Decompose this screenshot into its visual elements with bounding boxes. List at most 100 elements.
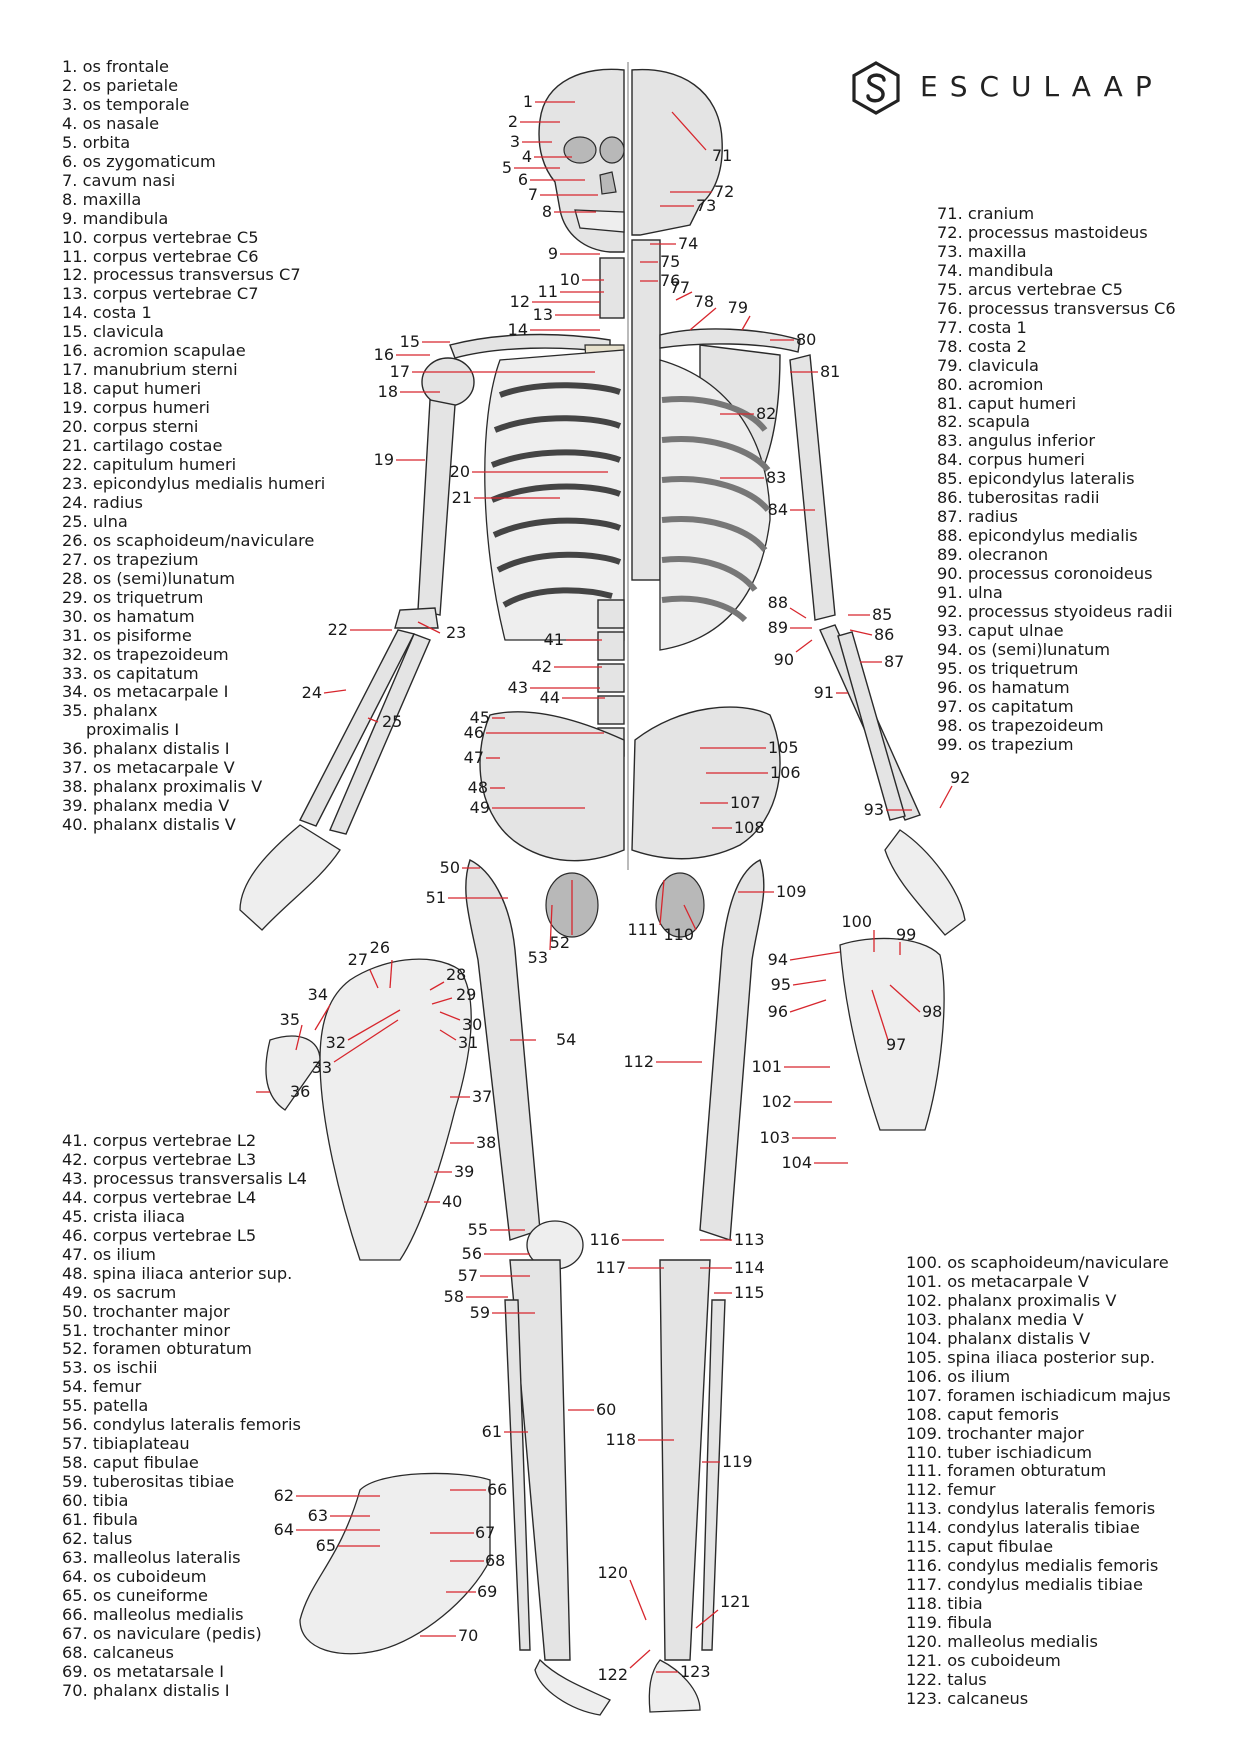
legend-item: 14. costa 1	[62, 303, 152, 323]
legend-item: 51. trochanter minor	[62, 1320, 230, 1340]
callout-number: 104	[781, 1153, 812, 1172]
legend-item: 110. tuber ischiadicum	[906, 1442, 1093, 1462]
callout-number: 87	[884, 652, 904, 671]
leader-line	[417, 621, 441, 634]
back-skull	[631, 68, 723, 236]
legend-item: 89. olecranon	[937, 545, 1049, 565]
callout-number: 29	[456, 985, 476, 1004]
callout-number: 96	[768, 1002, 788, 1021]
back-ulna	[837, 631, 906, 821]
leader-line	[889, 984, 921, 1013]
callout-number: 99	[896, 925, 916, 944]
legend-item: 118. tibia	[906, 1594, 983, 1614]
callout-number: 28	[446, 965, 466, 984]
callout-number: 33	[312, 1058, 332, 1077]
callout-number: 112	[623, 1052, 654, 1071]
callout-number: 17	[390, 362, 410, 381]
legend-item: 43. processus transversalis L4	[62, 1168, 307, 1188]
callout-number: 98	[922, 1002, 942, 1021]
legend-item: 73. maxilla	[937, 241, 1027, 261]
legend-item: 49. os sacrum	[62, 1282, 177, 1302]
legend-item: 19. corpus humeri	[62, 398, 210, 418]
callout-number: 75	[660, 252, 680, 271]
callout-number: 35	[280, 1010, 300, 1029]
legend-item: 60. tibia	[62, 1491, 129, 1511]
legend-item: 66. malleolus medialis	[62, 1604, 244, 1624]
legend-item: 116. condylus medialis femoris	[906, 1556, 1159, 1576]
callout-number: 32	[326, 1033, 346, 1052]
legend-item: 121. os cuboideum	[906, 1651, 1061, 1671]
leader-line	[789, 951, 841, 961]
callout-number: 72	[714, 182, 734, 201]
front-femur	[465, 859, 541, 1241]
callout-number: 103	[759, 1128, 790, 1147]
back-fibula	[701, 1299, 726, 1651]
callout-number: 67	[475, 1523, 495, 1542]
brand-name: ESCULAAP	[920, 70, 1164, 103]
callout-number: 48	[468, 778, 488, 797]
callout-number: 7	[528, 185, 538, 204]
legend-item: 46. corpus vertebrae L5	[62, 1225, 257, 1245]
front-foot	[534, 1658, 611, 1716]
legend-item: 99. os trapezium	[937, 734, 1074, 754]
legend-item: 100. os scaphoideum/naviculare	[906, 1253, 1169, 1272]
legend-item: 1. os frontale	[62, 57, 169, 76]
leader-line	[439, 1029, 457, 1041]
legend-item: 81. caput humeri	[937, 393, 1077, 413]
leader-line	[431, 997, 453, 1005]
callout-number: 122	[597, 1665, 628, 1684]
leader-line	[295, 1024, 303, 1051]
callout-number: 60	[596, 1400, 616, 1419]
legend-item: 26. os scaphoideum/naviculare	[62, 530, 315, 550]
callout-number: 106	[770, 763, 801, 782]
front-orbit	[563, 136, 597, 164]
legend-item: 104. phalanx distalis V	[906, 1328, 1091, 1348]
legend-item: 83. angulus inferior	[937, 431, 1096, 451]
callout-number: 114	[734, 1258, 765, 1277]
leader-line	[429, 981, 445, 991]
legend-item: 57. tibiaplateau	[62, 1434, 190, 1454]
legend-item: 59. tuberositas tibiae	[62, 1472, 235, 1492]
callout-number: 84	[768, 500, 788, 519]
legend-item: 45. crista iliaca	[62, 1206, 186, 1226]
legend-item: 107. foramen ischiadicum majus	[906, 1385, 1171, 1405]
front-teeth	[574, 209, 625, 233]
callout-number: 110	[663, 925, 694, 944]
callout-number: 51	[426, 888, 446, 907]
legend-item: 67. os naviculare (pedis)	[62, 1623, 262, 1643]
back-humerus	[789, 354, 836, 621]
callout-number: 30	[462, 1015, 482, 1034]
legend-item: 105. spina iliaca posterior sup.	[906, 1347, 1155, 1367]
legend-item: 34. os metacarpale I	[62, 682, 229, 702]
leader-line	[347, 1009, 401, 1041]
legend-item: 31. os pisiforme	[62, 625, 192, 645]
callout-number: 47	[464, 748, 484, 767]
callout-number: 109	[776, 882, 807, 901]
callout-number: 44	[540, 688, 560, 707]
callout-number: 57	[458, 1266, 478, 1285]
leader-line	[939, 785, 953, 809]
leader-line	[789, 607, 807, 619]
legend-item: 53. os ischii	[62, 1358, 158, 1378]
esculaap-logo-icon	[852, 61, 900, 115]
legend-item: 120. malleolus medialis	[906, 1632, 1098, 1652]
leader-line	[683, 904, 697, 931]
legend-item: 9. mandibula	[62, 208, 169, 228]
legend-item: 108. caput femoris	[906, 1404, 1059, 1424]
callout-number: 101	[751, 1057, 782, 1076]
legend-item: 76. processus transversus C6	[937, 298, 1176, 318]
leader-line	[795, 639, 813, 653]
leader-line	[367, 717, 379, 723]
legend-item: 35. phalanx	[62, 701, 158, 721]
callout-number: 46	[464, 723, 484, 742]
callout-number: 74	[678, 234, 698, 253]
legend-item: 23. epicondylus medialis humeri	[62, 473, 326, 493]
legend-item: 42. corpus vertebrae L3	[62, 1149, 257, 1169]
callout-number: 100	[841, 912, 872, 931]
legend-item: 102. phalanx proximalis V	[906, 1290, 1117, 1310]
callout-number: 89	[768, 618, 788, 637]
callout-number: 34	[308, 985, 328, 1004]
